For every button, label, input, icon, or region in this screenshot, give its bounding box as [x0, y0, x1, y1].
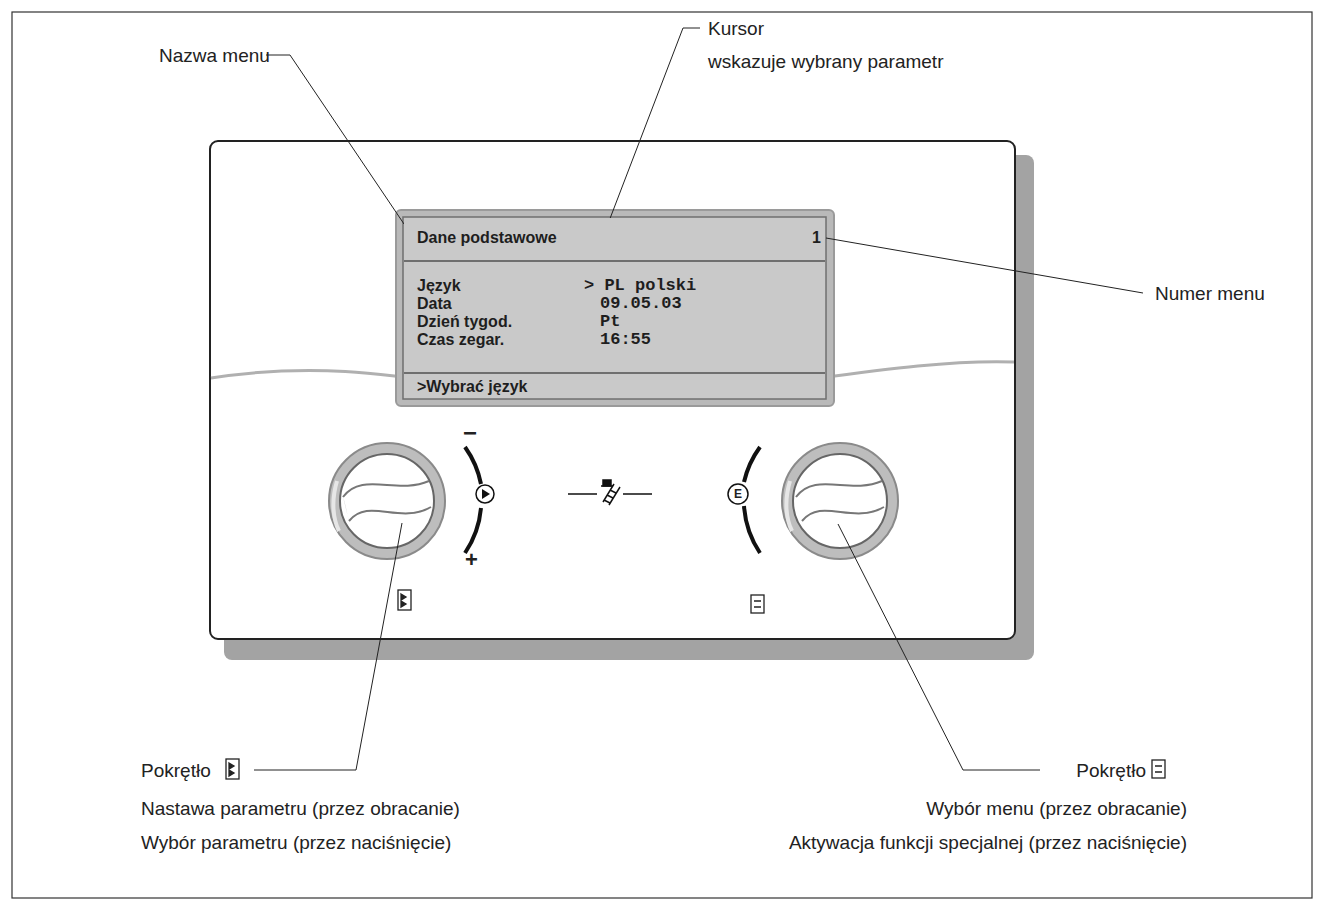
right-knob	[796, 481, 882, 497]
minus-sign: −	[463, 419, 477, 447]
callout-label: Nazwa menu	[159, 44, 270, 67]
menu-knob-icon	[754, 601, 761, 607]
display-frame	[396, 210, 834, 406]
menu-knob-icon	[1155, 766, 1162, 772]
left-knob	[333, 481, 339, 531]
display-footer: >Wybrać język	[404, 372, 825, 398]
parameter-knob-icon	[401, 594, 406, 607]
parameter-value: 16:55	[600, 331, 651, 349]
left-knob	[343, 497, 349, 521]
plus-sign: +	[465, 547, 478, 573]
left-knob	[349, 507, 431, 521]
right-knob	[802, 507, 884, 521]
chimney-sweep-symbol	[603, 484, 620, 505]
right-knob	[782, 443, 898, 559]
menu-name: Dane podstawowe	[417, 229, 557, 247]
parameter-knob-icon	[229, 763, 234, 776]
right-knob-scale	[744, 506, 760, 553]
outer-frame	[12, 12, 1312, 898]
parameter-name: Dzień tygod.	[417, 313, 512, 331]
callout-note: wskazuje wybrany parametr	[708, 50, 943, 73]
parameter-knob-icon	[226, 759, 239, 779]
left-knob	[329, 443, 445, 559]
right-knob	[786, 481, 792, 531]
callout-label: Numer menu	[1155, 282, 1265, 305]
chimney-sweep-symbol	[601, 485, 613, 487]
left-knob	[329, 443, 445, 559]
callout-label: Kursor	[708, 17, 764, 40]
parameter-value: 09.05.03	[600, 295, 682, 313]
display-body: Język > PL polskiData 09.05.03Dzień tygod.…	[404, 262, 825, 372]
right-knob-scale	[744, 447, 760, 482]
knob-description: Nastawa parametru (przez obracanie)	[141, 797, 460, 820]
chimney-sweep-symbol	[568, 493, 652, 495]
parameter-name: Czas zegar.	[417, 331, 504, 349]
housing	[210, 141, 1015, 639]
knob-label: Pokrętło	[141, 759, 211, 782]
menu-knob-icon	[1152, 760, 1165, 778]
left-knob-scale	[482, 489, 490, 499]
right-knob	[782, 443, 898, 559]
leader-lines	[266, 55, 404, 224]
display-frame	[396, 210, 834, 406]
menu-number: 1	[812, 229, 821, 247]
knob-description: Wybór parametru (przez naciśnięcie)	[141, 831, 451, 854]
menu-knob-icon	[751, 595, 764, 613]
chimney-sweep-symbol	[603, 480, 611, 486]
leader-lines	[826, 238, 1143, 293]
left-knob-scale	[465, 447, 481, 484]
e-symbol: E	[728, 486, 748, 502]
parameter-value: Pt	[600, 313, 620, 331]
parameter-name: Język	[417, 277, 461, 295]
left-knob-scale	[476, 485, 494, 503]
left-knob	[343, 481, 429, 497]
parameter-knob-icon	[398, 590, 411, 610]
right-knob-scale	[728, 447, 760, 553]
knob-label: Pokrętło	[1076, 759, 1146, 782]
housing	[210, 141, 1034, 660]
knob-description: Wybór menu (przez obracanie)	[926, 797, 1187, 820]
knob-description: Aktywacja funkcji specjalnej (przez naci…	[789, 831, 1187, 854]
parameter-knob-icon	[226, 590, 411, 779]
right-knob	[793, 454, 887, 548]
display-header: Dane podstawowe 1	[404, 218, 825, 262]
parameter-name: Data	[417, 295, 452, 313]
leader-lines	[254, 28, 1143, 770]
leader-lines	[254, 523, 402, 770]
chimney-sweep-symbol	[568, 480, 652, 505]
parameter-value: > PL polski	[584, 277, 696, 295]
right-knob-scale	[728, 484, 748, 504]
display-frame	[403, 217, 826, 399]
outer-frame	[12, 12, 1312, 898]
help-line: >Wybrać język	[417, 378, 527, 396]
left-knob-scale	[465, 508, 481, 553]
left-knob	[340, 454, 434, 548]
left-knob-scale	[465, 447, 494, 553]
leader-lines	[838, 524, 1040, 770]
